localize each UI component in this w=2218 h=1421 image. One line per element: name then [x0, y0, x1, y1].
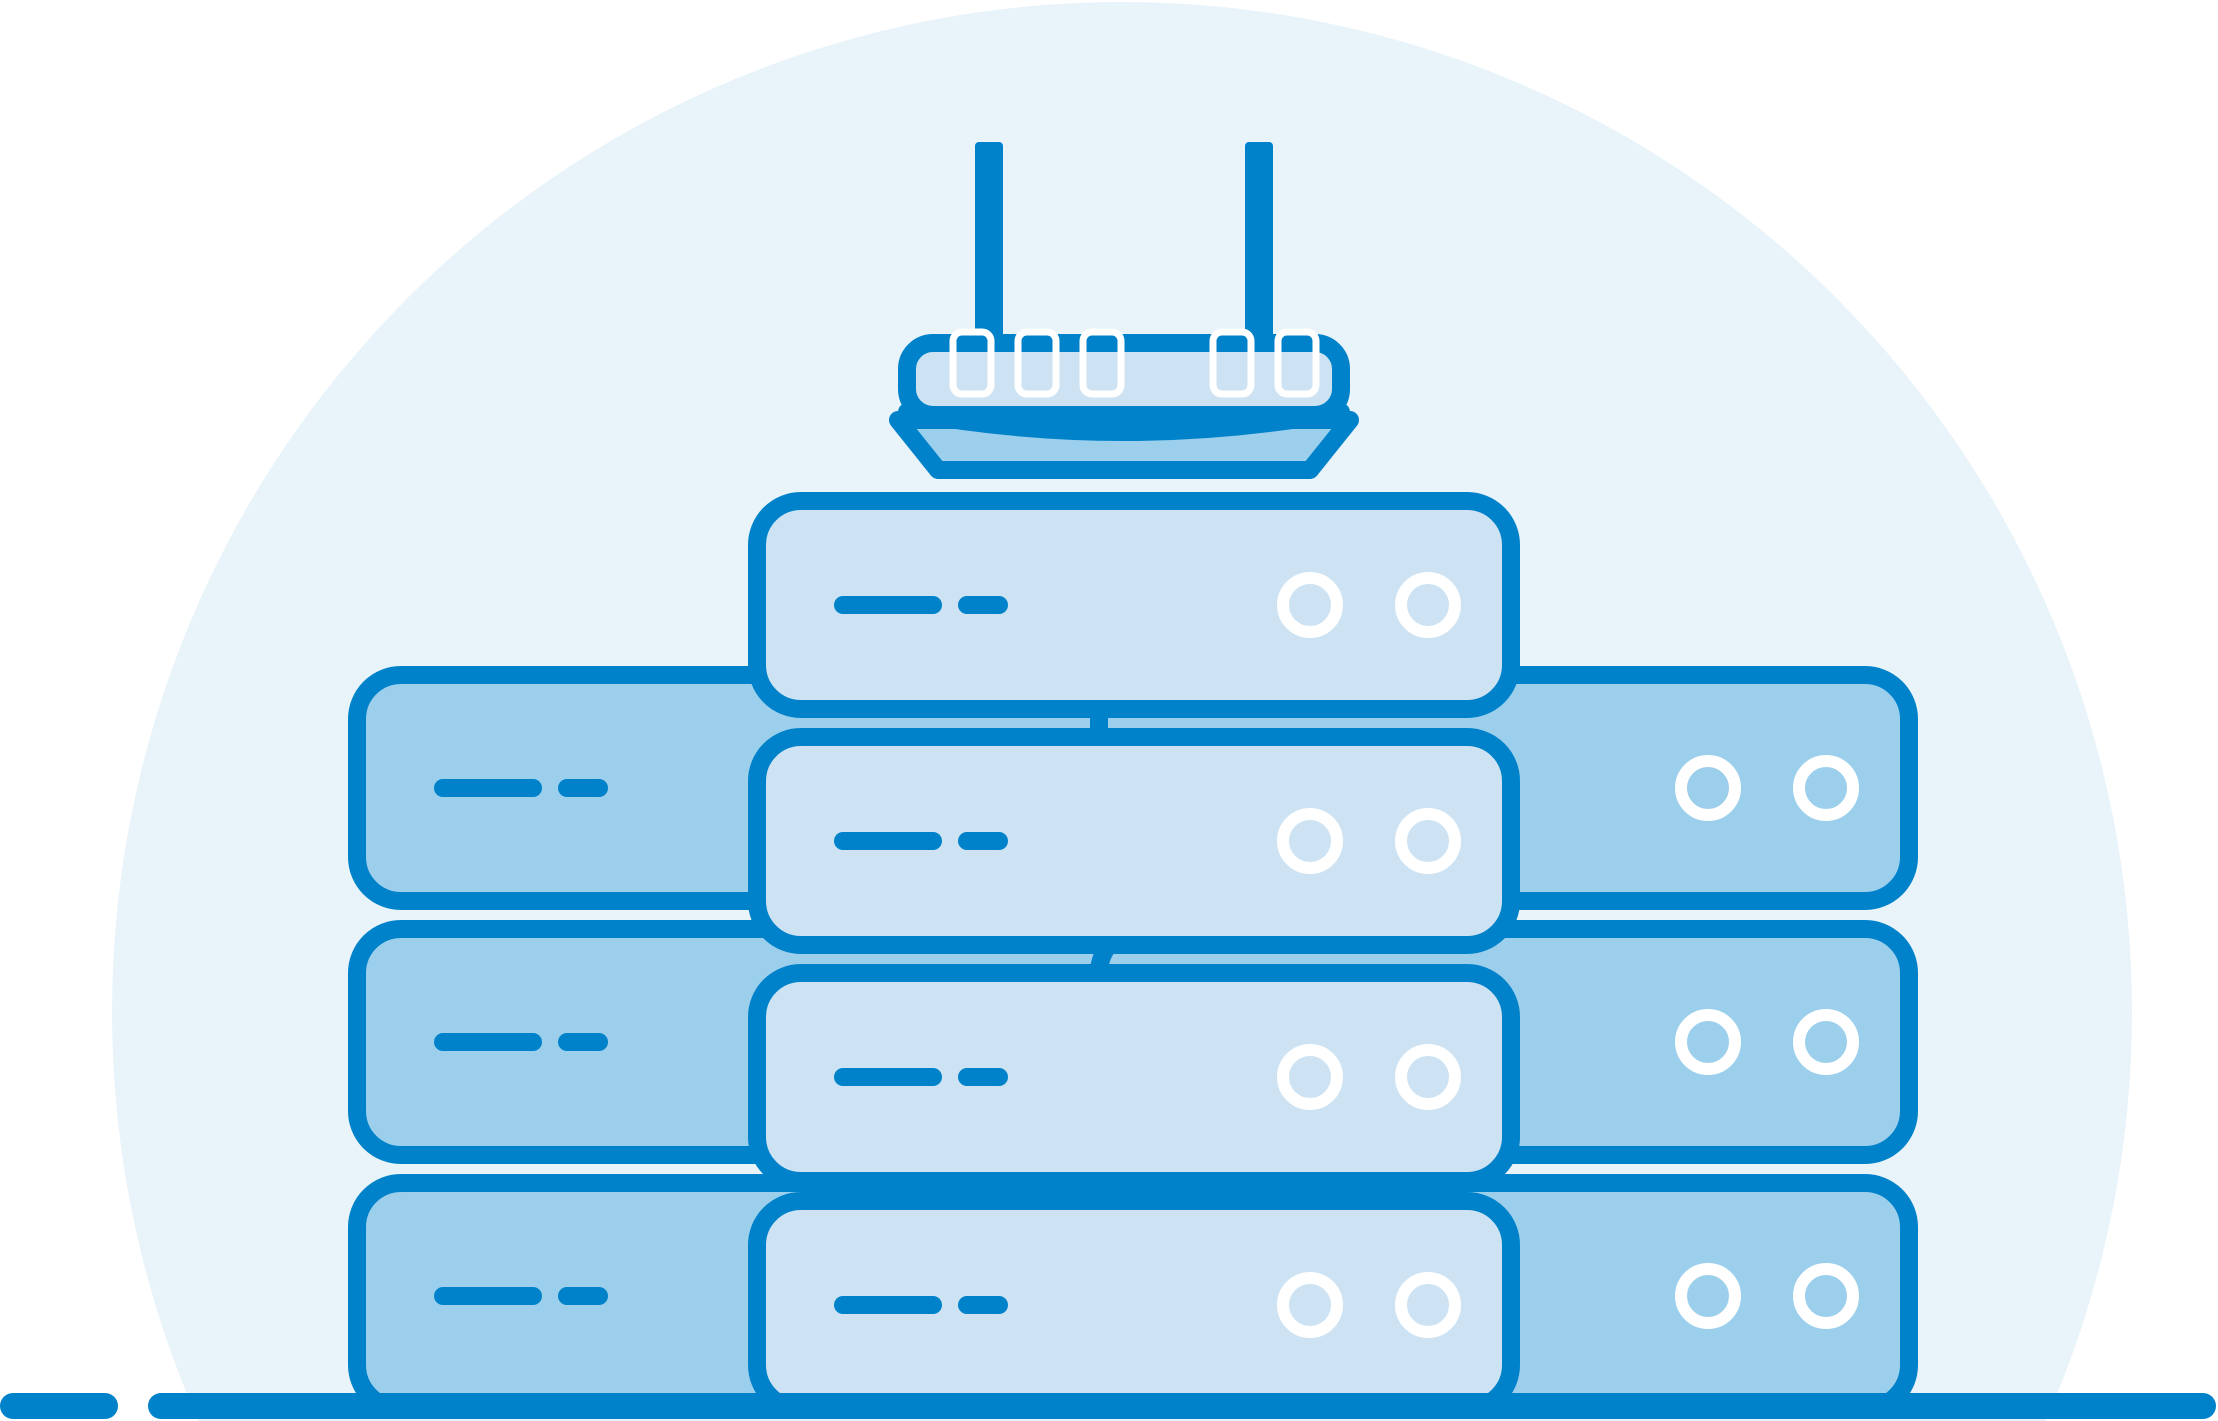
port-3-icon: [1079, 328, 1125, 398]
server-unit-center-2-indicator-bar-short: [958, 832, 1008, 850]
floor-segment-long: [148, 1393, 2216, 1419]
server-unit-left-1-indicator-bar-short: [558, 779, 608, 797]
server-unit-center-4-indicator-bar-short: [958, 1296, 1008, 1314]
port-4-icon: [1209, 328, 1255, 398]
server-unit-right-3-led-1-icon: [1675, 1263, 1741, 1329]
server-unit-left-2-indicator-bar-long: [434, 1033, 542, 1051]
server-unit-center-3-indicator-bar-short: [958, 1068, 1008, 1086]
server-unit-center-1-led-1-icon: [1277, 572, 1343, 638]
server-unit-right-2-led-1-icon: [1675, 1009, 1741, 1075]
server-unit-center-1[interactable]: [748, 492, 1520, 718]
server-unit-center-3-indicator-bar-long: [834, 1068, 942, 1086]
floor-segment-short: [0, 1393, 118, 1419]
server-unit-center-4-led-2-icon: [1395, 1272, 1461, 1338]
server-unit-right-1-led-2-icon: [1793, 755, 1859, 821]
port-1-icon: [949, 328, 995, 398]
server-unit-left-3-indicator-bar-short: [558, 1287, 608, 1305]
server-unit-center-2-indicator-bar-long: [834, 832, 942, 850]
server-unit-center-3[interactable]: [748, 964, 1520, 1190]
server-unit-center-1-chassis[interactable]: [748, 492, 1520, 718]
server-unit-right-2-led-2-icon: [1793, 1009, 1859, 1075]
server-unit-left-3-indicator-bar-long: [434, 1287, 542, 1305]
antenna-right-icon: [1245, 142, 1273, 342]
port-2-icon: [1014, 328, 1060, 398]
server-unit-center-1-indicator-bar-short: [958, 596, 1008, 614]
server-unit-center-1-led-2-icon: [1395, 572, 1461, 638]
server-unit-center-3-led-1-icon: [1277, 1044, 1343, 1110]
server-unit-center-2[interactable]: [748, 728, 1520, 954]
server-unit-left-1-indicator-bar-long: [434, 779, 542, 797]
server-unit-left-2-indicator-bar-short: [558, 1033, 608, 1051]
router-body-lip: [898, 403, 1350, 441]
wireless-router: [889, 142, 1359, 479]
server-unit-center-4-indicator-bar-long: [834, 1296, 942, 1314]
server-unit-center-2-chassis[interactable]: [748, 728, 1520, 954]
server-unit-center-1-indicator-bar-long: [834, 596, 942, 614]
server-unit-right-1-led-1-icon: [1675, 755, 1741, 821]
server-unit-right-3-led-2-icon: [1793, 1263, 1859, 1329]
port-5-icon: [1274, 328, 1320, 398]
server-unit-center-4[interactable]: [748, 1192, 1520, 1418]
server-unit-center-2-led-2-icon: [1395, 808, 1461, 874]
server-unit-center-2-led-1-icon: [1277, 808, 1343, 874]
server-unit-center-3-chassis[interactable]: [748, 964, 1520, 1190]
antenna-left-icon: [975, 142, 1003, 342]
server-unit-center-3-led-2-icon: [1395, 1044, 1461, 1110]
server-unit-center-4-led-1-icon: [1277, 1272, 1343, 1338]
floor-line: [0, 1393, 2216, 1419]
